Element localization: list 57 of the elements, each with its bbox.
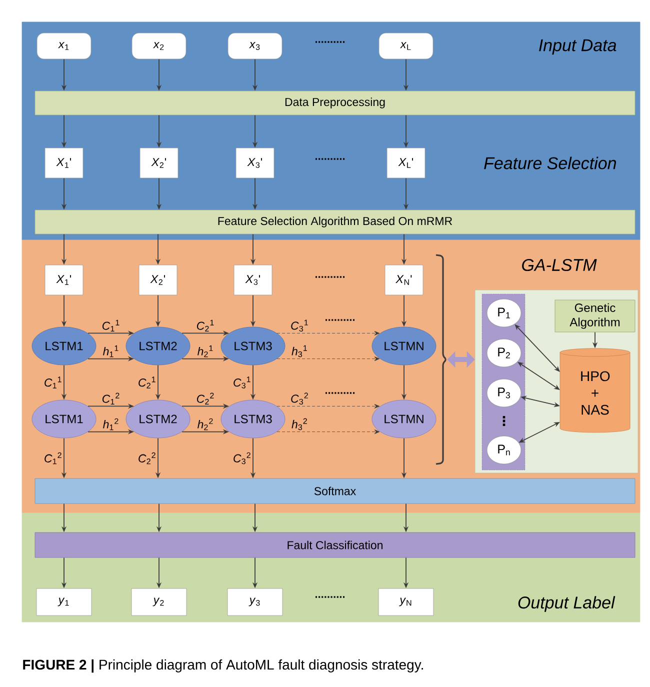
ellipsis-dots: .......... <box>325 392 355 394</box>
edge-label: C$_{1}$1 <box>102 320 120 332</box>
section-heading: Feature Selection <box>484 156 616 170</box>
dashed-arrow <box>276 404 380 408</box>
process-bar: Data Preprocessing <box>34 90 636 116</box>
feature-box: X$_{2}$' <box>140 148 178 178</box>
dashed-arrow <box>276 331 380 336</box>
feature-box: X$_{3}$' <box>236 148 274 178</box>
edge-label: C$_{3}$2 <box>234 452 250 464</box>
process-box: Genetic Algorithm <box>554 300 636 332</box>
feature-box: y$_{N}$ <box>378 588 434 616</box>
ellipsis-dots: .......... <box>315 276 345 278</box>
edge-label: C$_{1}$1 <box>44 376 62 388</box>
input-pill: x$_{2}$ <box>132 32 186 60</box>
edge-label: h$_{3}$2 <box>292 418 307 430</box>
edge-label: C$_{2}$1 <box>196 320 214 332</box>
edge-label: C$_{1}$2 <box>102 392 120 405</box>
edge-label: C$_{3}$2 <box>291 392 308 405</box>
edge-label: h$_{3}$1 <box>292 345 307 358</box>
input-pill: x$_{1}$ <box>36 32 92 60</box>
feature-box: X$_{2}$' <box>138 264 178 296</box>
dashed-arrow <box>276 430 380 434</box>
input-pill: x$_{3}$ <box>228 32 282 60</box>
edge-label: h$_{1}$2 <box>103 418 118 430</box>
feature-box: y$_{3}$ <box>227 588 283 616</box>
section-heading: Input Data <box>539 39 616 55</box>
feature-box: X$_{3}$' <box>234 264 272 296</box>
input-pill: x$_{L}$ <box>378 32 434 60</box>
feature-box: X$_{L}$' <box>386 148 426 178</box>
feature-box: X$_{1}$' <box>44 148 84 178</box>
edge-label: C$_{3}$1 <box>291 320 308 332</box>
figure-caption: FIGURE 2 | Principle diagram of AutoML fault diagnosis strategy. <box>23 659 423 673</box>
database-cylinder: HPO + NAS <box>560 348 630 433</box>
process-bar: Feature Selection Algorithm Based On mRMR <box>34 210 636 234</box>
feature-box: X$_{N}$' <box>384 264 424 296</box>
edge-label: C$_{2}$2 <box>196 392 214 405</box>
dashed-arrow <box>276 356 380 362</box>
process-bar: Fault Classification <box>34 532 636 558</box>
edge-label: h$_{2}$2 <box>198 418 213 430</box>
process-bar: Softmax <box>34 478 636 504</box>
ellipsis-dots: .......... <box>315 596 345 598</box>
ellipsis-dots: .......... <box>315 158 345 160</box>
feature-box: y$_{2}$ <box>131 588 187 616</box>
edge-label: C$_{2}$1 <box>138 376 156 388</box>
edge-label: h$_{2}$1 <box>198 345 213 358</box>
section-heading: Output Label <box>518 596 616 612</box>
edge-label: C$_{1}$2 <box>44 452 62 464</box>
feature-box: X$_{1}$' <box>44 264 84 296</box>
ellipsis-dots: .......... <box>325 319 355 321</box>
ellipsis-dots: .......... <box>315 41 345 43</box>
edge-label: h$_{1}$1 <box>103 345 118 358</box>
edge-label: C$_{2}$2 <box>138 452 156 464</box>
bracket <box>436 254 446 465</box>
edge-label: C$_{3}$1 <box>234 376 250 388</box>
feature-box: y$_{1}$ <box>36 588 92 616</box>
ellipsis-dots: ⋮ <box>502 416 506 426</box>
section-heading: GA-LSTM <box>522 258 597 272</box>
